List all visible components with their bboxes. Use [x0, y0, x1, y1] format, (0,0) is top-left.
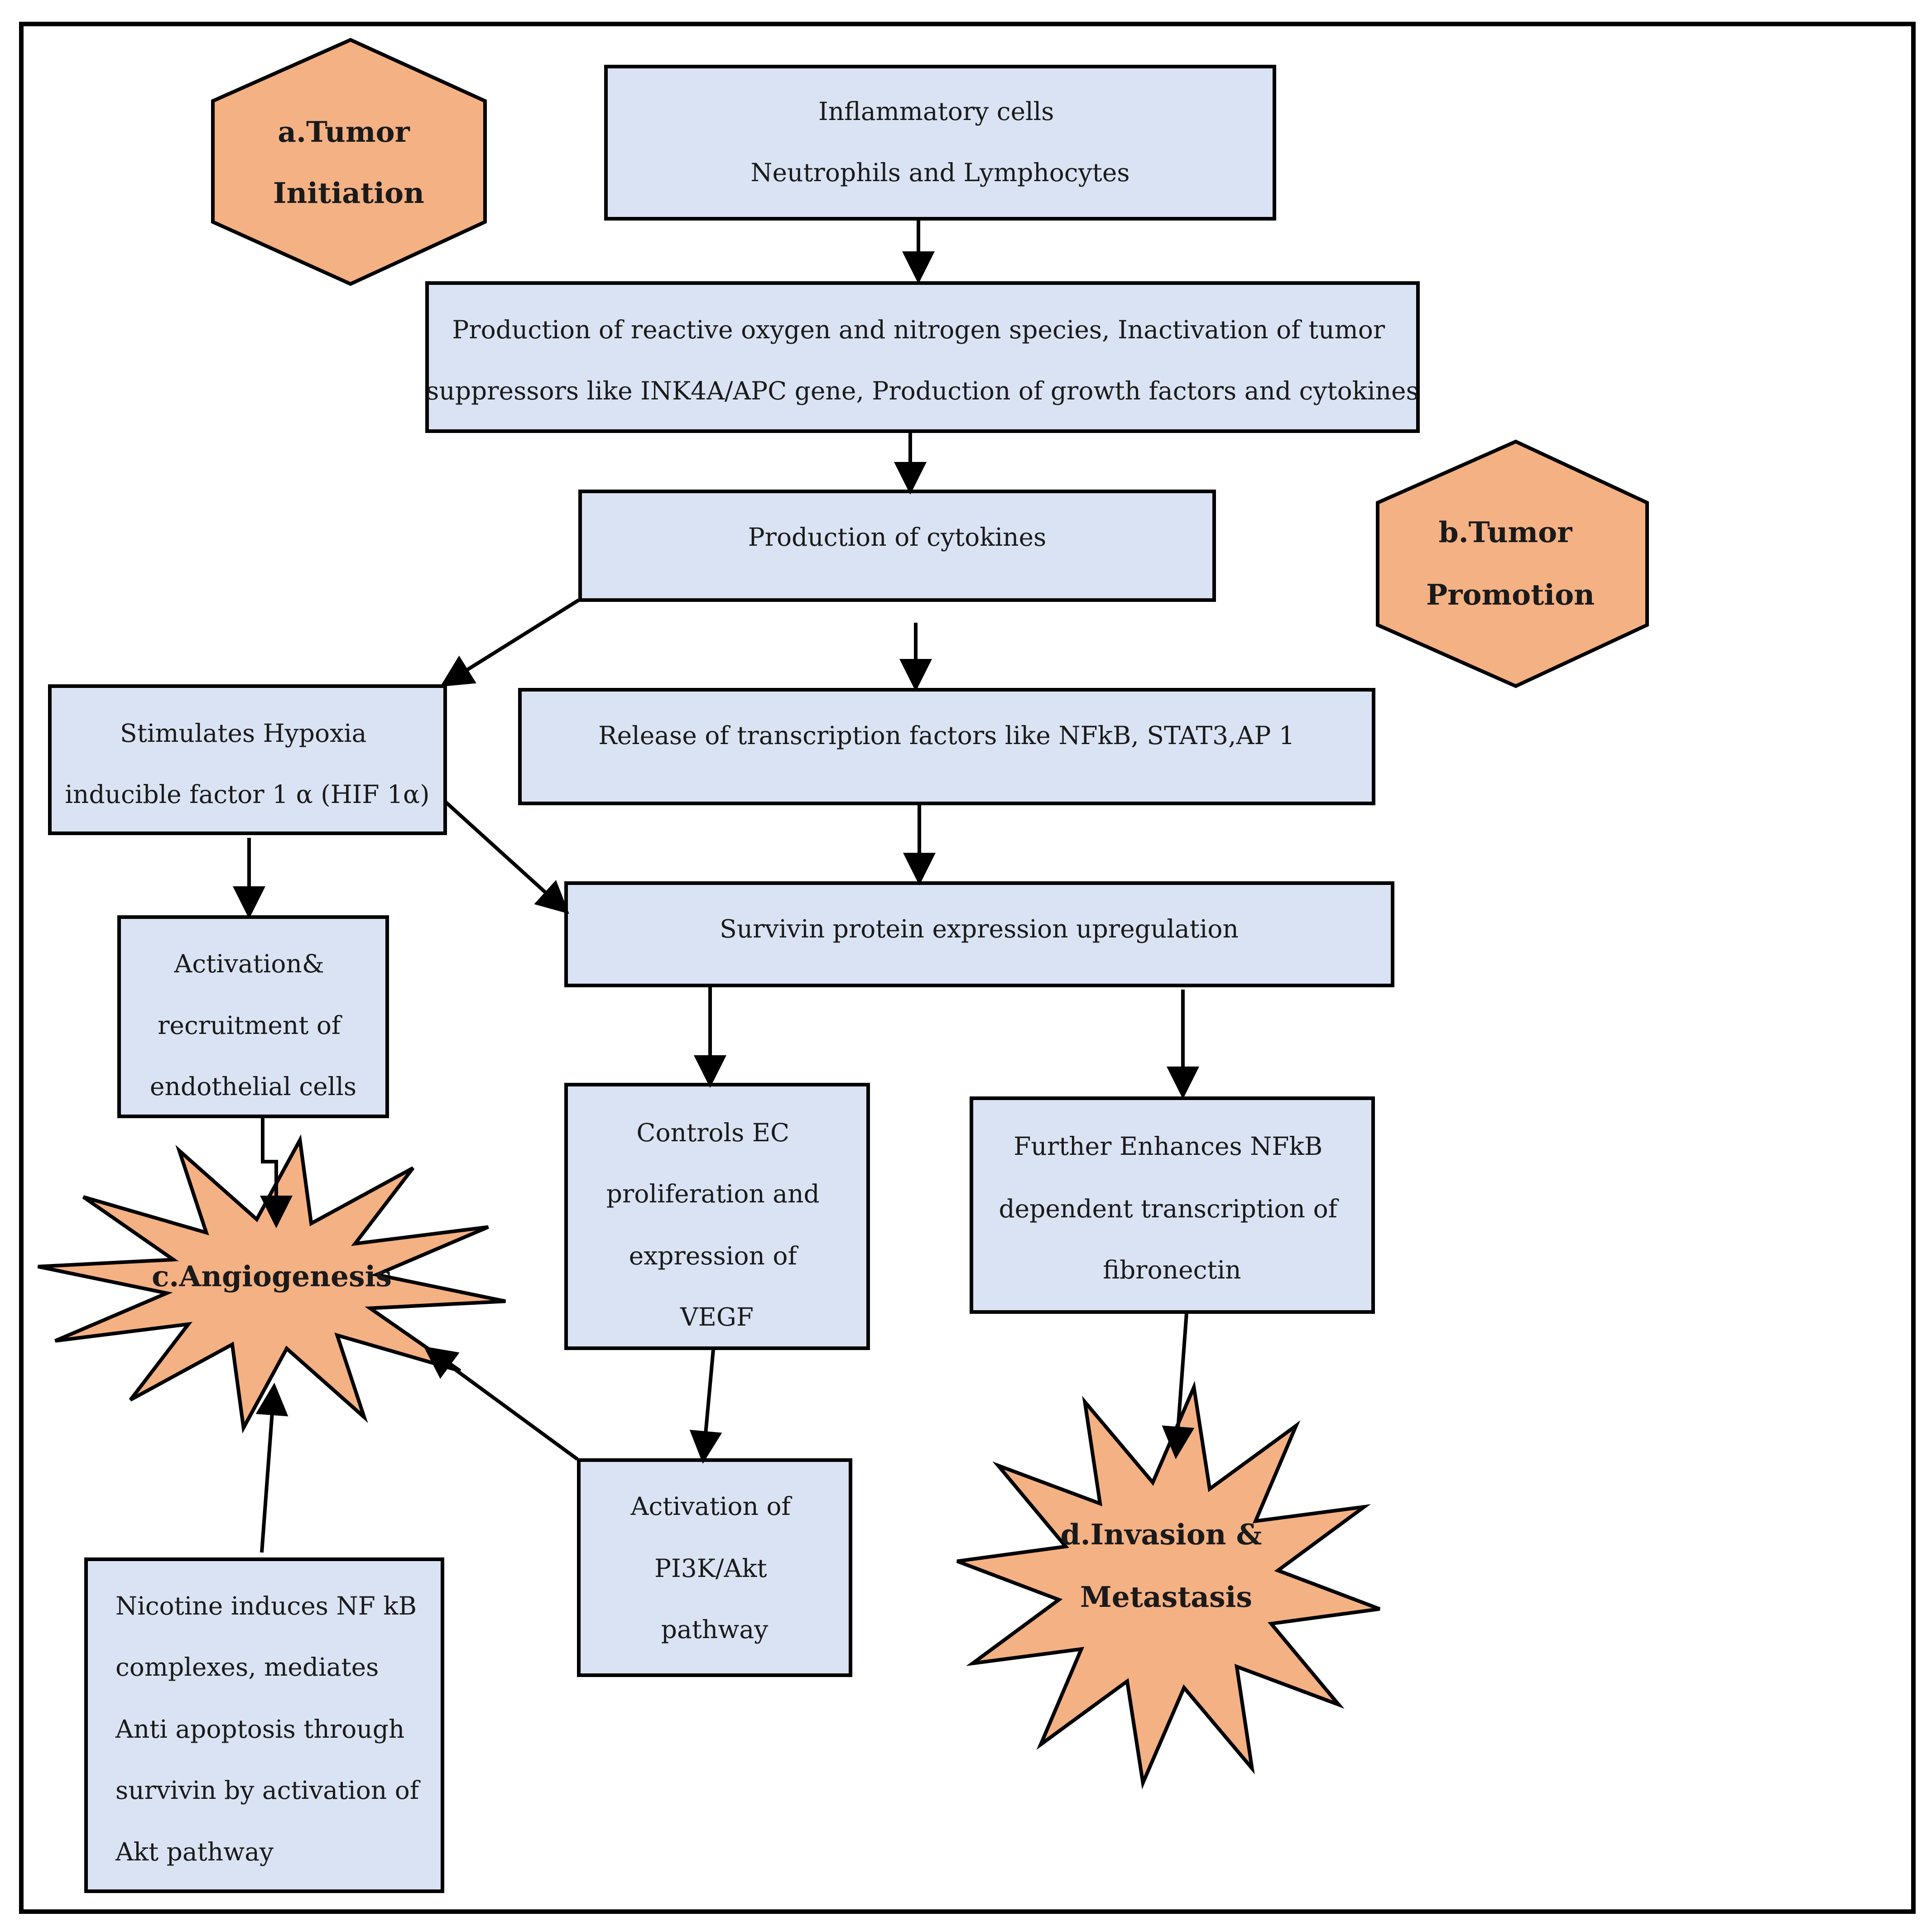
svg-text:Production of reactive oxygen: Production of reactive oxygen and nitrog… — [426, 315, 1419, 405]
box-hif: Stimulates Hypoxia inducible factor 1 α … — [48, 684, 447, 835]
svg-text:Production of cytokines: Production of cytokines — [748, 523, 1047, 552]
phase-promotion-label: b.Tumor Promotion — [1426, 515, 1595, 611]
box-inflammatory-cells: Inflammatory cells Neutrophils and Lymph… — [604, 65, 1276, 221]
box-reactive-species: Production of reactive oxygen and nitrog… — [425, 281, 1420, 433]
svg-text:Stimulates Hypoxia induc: Stimulates Hypoxia inducible factor 1 α … — [65, 719, 429, 809]
svg-text:Nicotine induces NF kB c: Nicotine induces NF kB complexes, mediat… — [115, 1591, 427, 1866]
box-ec-vegf: Controls EC proliferation and expression… — [564, 1083, 870, 1350]
svg-text:Further Enhances NFkB de: Further Enhances NFkB dependent transcri… — [999, 1132, 1345, 1284]
arrow-ec-to-pi3k — [689, 1349, 722, 1464]
arrow-endothelial-to-angiogenesis — [260, 1118, 293, 1228]
phase-invasion-star: d.Invasion & Metastasis — [956, 1380, 1381, 1790]
svg-text:Inflammatory cells Neutr: Inflammatory cells Neutrophils and Lymph… — [750, 97, 1129, 187]
arrow-nicotine-to-angiogenesis — [255, 1383, 288, 1553]
box-survivin-upregulation: Survivin protein expression upregulation — [564, 881, 1394, 987]
box-pi3k-akt: Activation of PI3K/Akt pathway — [577, 1458, 852, 1677]
box-nicotine: Nicotine induces NF kB complexes, mediat… — [84, 1557, 444, 1893]
arrow-nfkb-to-invasion — [1162, 1313, 1195, 1459]
phase-initiation-label: a.Tumor Initiation — [273, 115, 424, 210]
arrow-pi3k-to-angiogenesis — [423, 1346, 579, 1461]
box-production-of-cytokines: Production of cytokines — [578, 490, 1216, 602]
phase-invasion-label: d.Invasion & Metastasis — [1061, 1518, 1272, 1614]
box-endothelial-recruitment: Activation& recruitment of endothelial c… — [117, 915, 389, 1118]
outer-border — [19, 22, 1916, 1914]
svg-text:Activation& recruitment: Activation& recruitment of endothelial c… — [150, 949, 356, 1101]
phase-promotion-hexagon: b.Tumor Promotion — [1376, 439, 1649, 688]
phase-initiation-hexagon: a.Tumor Initiation — [211, 38, 487, 286]
box-transcription-factors: Release of transcription factors like NF… — [518, 688, 1375, 805]
svg-text:Survivin protein expression up: Survivin protein expression upregulation — [720, 914, 1239, 943]
phase-angiogenesis-star: c.Angiogenesis — [37, 1134, 506, 1434]
arrow-hif-to-survivin — [444, 800, 569, 914]
arrow-cytokines-to-hif — [440, 598, 580, 687]
svg-text:Controls EC proliferatio: Controls EC proliferation and expression… — [606, 1118, 827, 1331]
svg-text:Activation of PI3K/Akt: Activation of PI3K/Akt pathway — [630, 1492, 799, 1644]
phase-angiogenesis-label: c.Angiogenesis — [152, 1259, 392, 1293]
box-nfkb-fibronectin: Further Enhances NFkB dependent transcri… — [970, 1096, 1375, 1314]
svg-text:Release of transcription facto: Release of transcription factors like NF… — [598, 721, 1295, 750]
